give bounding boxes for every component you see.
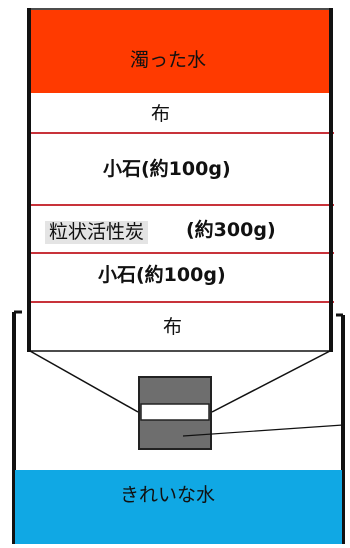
valve-pointer-line — [182, 424, 344, 437]
dirty-water-label: 濁った水 — [130, 49, 207, 71]
funnel — [29, 350, 331, 413]
clean-water-region — [15, 470, 342, 544]
filter-column — [27, 8, 333, 352]
gravel-top-label: 小石(約100g) — [103, 158, 231, 180]
clean-water-label: きれいな水 — [120, 484, 216, 506]
cloth-bottom-label: 布 — [163, 316, 183, 338]
lower-container — [12, 310, 345, 544]
layer-separators — [30, 132, 334, 303]
gravel-bottom-label: 小石(約100g) — [98, 264, 226, 286]
dirty-water-region — [30, 10, 330, 93]
activated-carbon-amount: (約300g) — [186, 219, 276, 241]
valve — [138, 376, 212, 450]
activated-carbon-label: 粒状活性炭 — [45, 221, 149, 244]
cloth-top-label: 布 — [151, 103, 171, 125]
